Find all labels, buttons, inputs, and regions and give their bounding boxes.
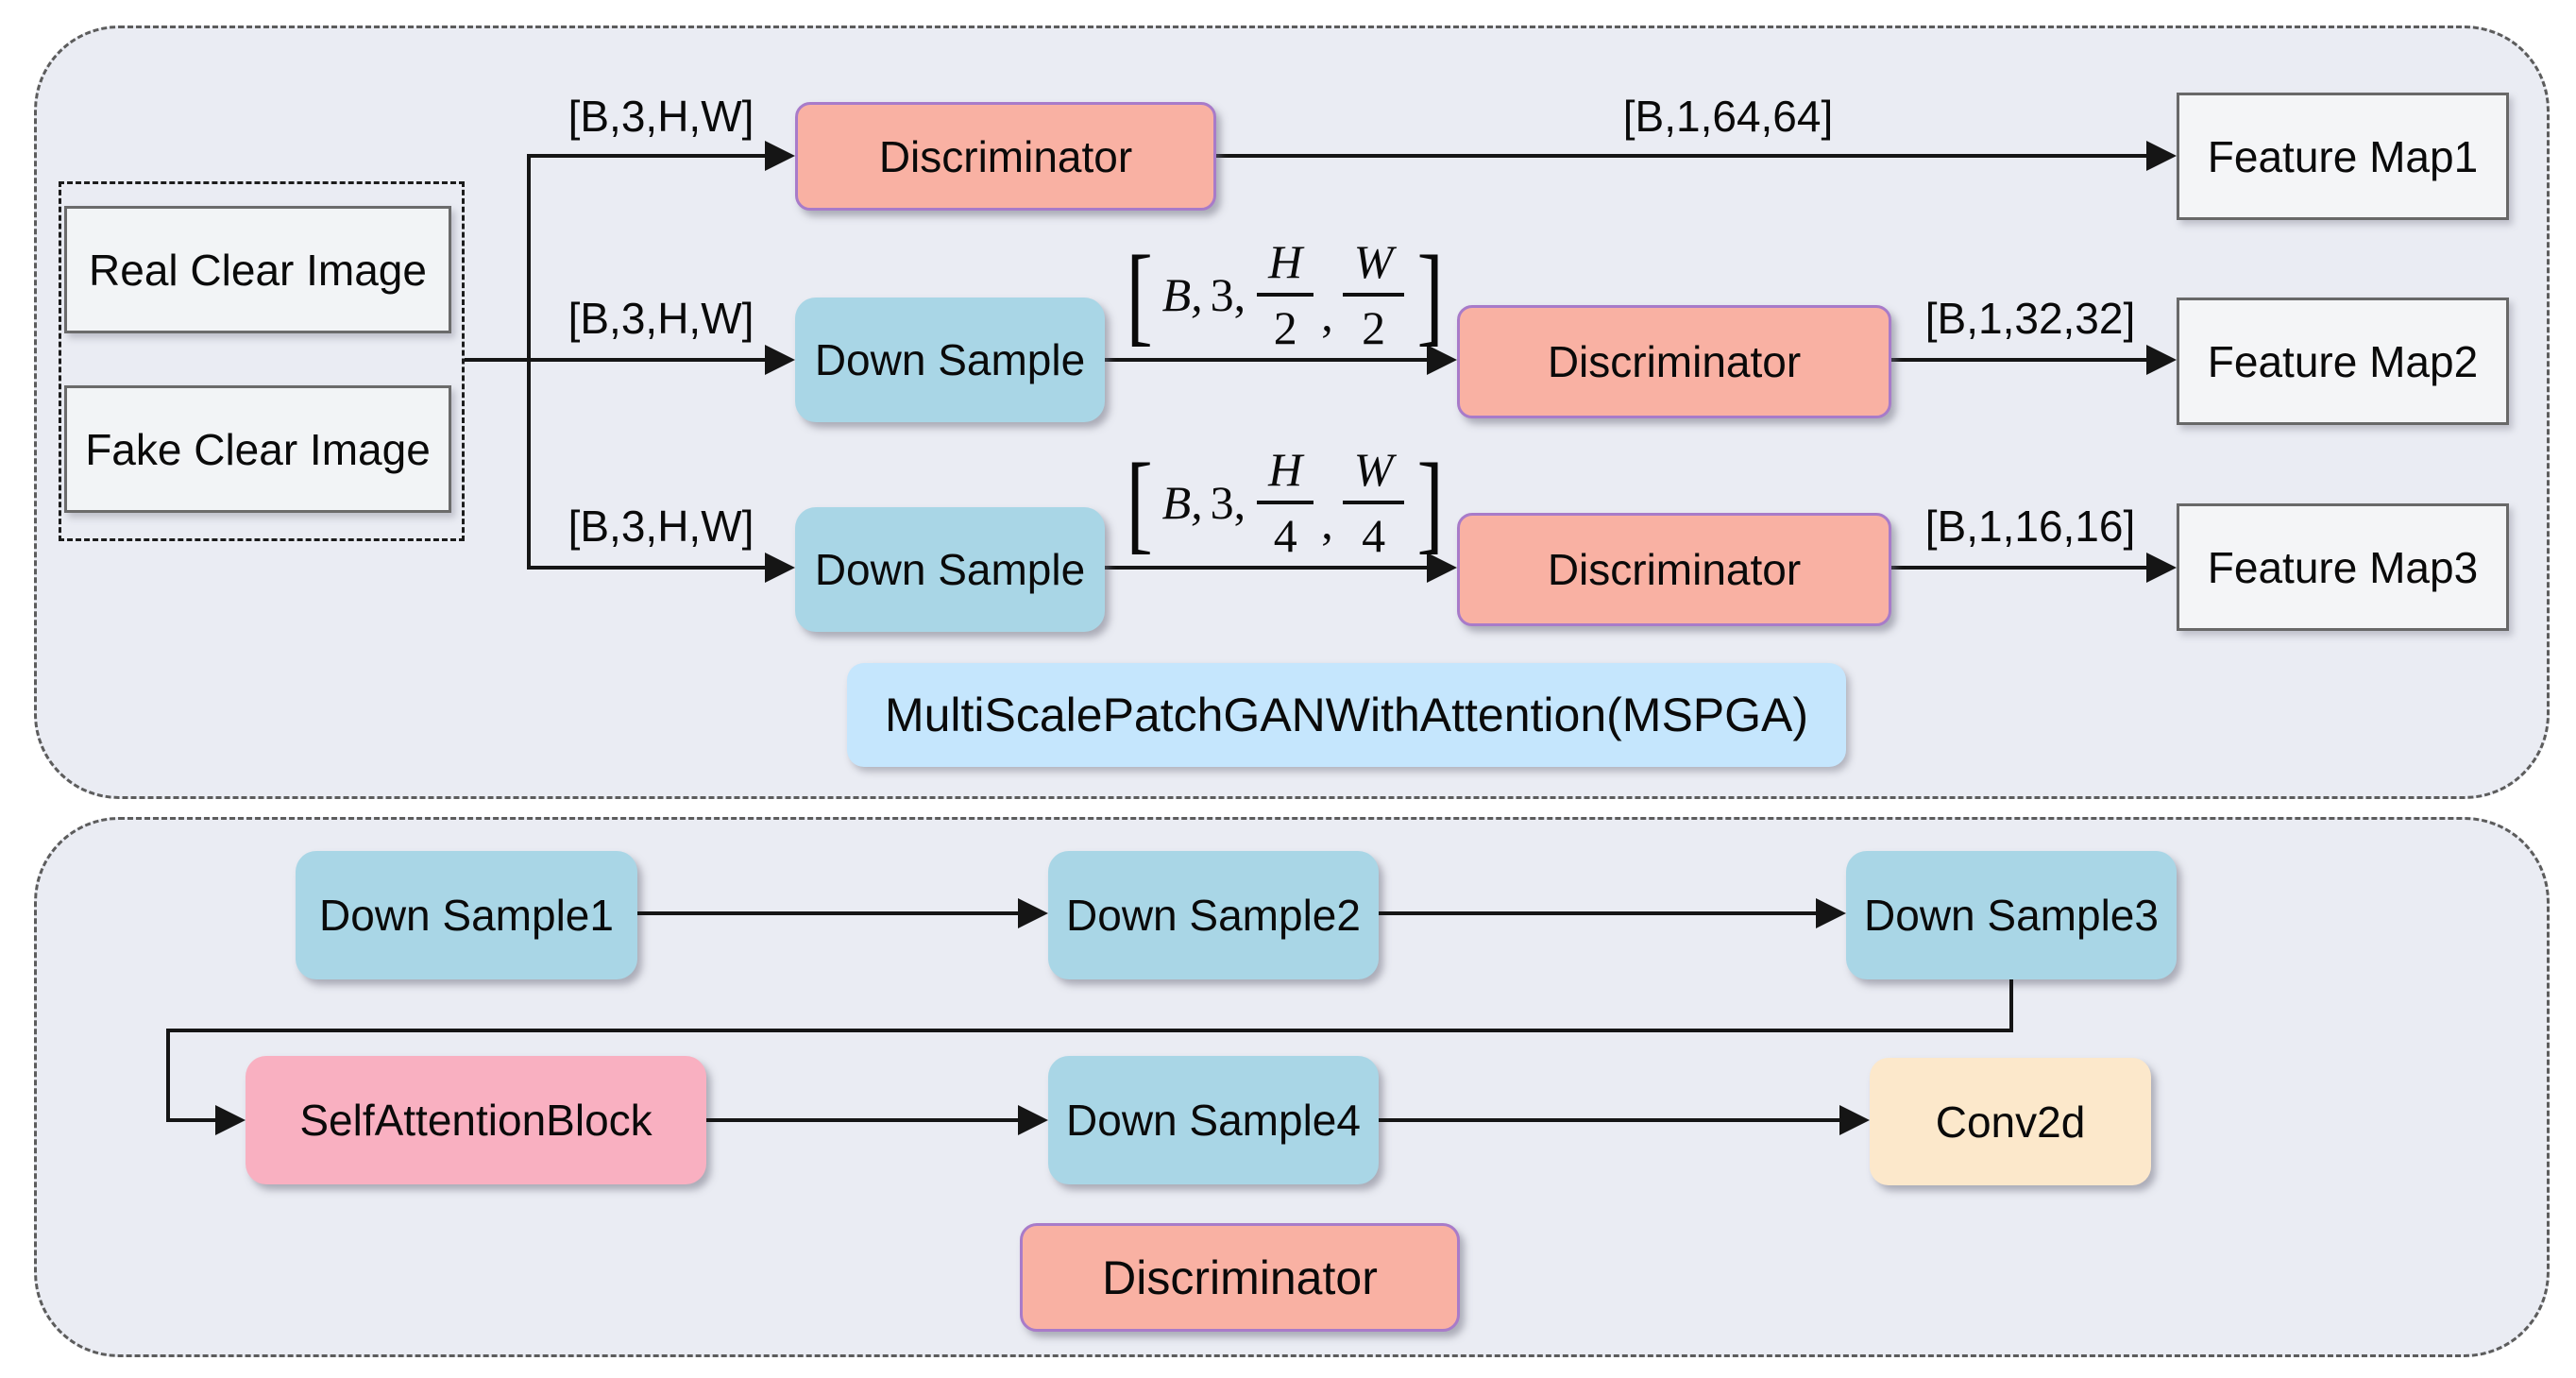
arrowhead-into-ds4 [1018,1105,1048,1135]
connector-sab-ds4 [706,1118,1018,1122]
connector-ds4-conv [1379,1118,1839,1122]
connector-feedback-drop [166,1029,170,1122]
math-fraction-w: W 4 [1342,442,1405,563]
math-num-3: 3, [1210,268,1246,321]
math-fraction-h: H 2 [1257,234,1314,355]
conv2d-box: Conv2d [1870,1058,2151,1185]
down-sample2-box: Down Sample2 [1048,851,1379,979]
connector-into-sab [166,1118,215,1122]
connector-feedback-horizontal [166,1029,2013,1032]
arrowhead-into-featuremap2 [2146,345,2177,375]
input-images-group [59,181,465,541]
connector-row1-out [1216,154,2146,158]
connector-trunk [527,154,531,570]
math-comma: , [1321,496,1333,549]
math-var-b: B, [1161,476,1203,529]
discriminator-row1: Discriminator [795,102,1216,211]
shape-label-row2-in: [B,3,H,W] [568,294,754,343]
shape-label-row1-in: [B,3,H,W] [568,92,754,141]
mspga-caption: MultiScalePatchGANWithAttention(MSPGA) [847,663,1846,767]
math-var-b: B, [1161,268,1203,321]
self-attention-block-box: SelfAttentionBlock [246,1056,706,1184]
real-clear-image-box: Real Clear Image [64,206,451,333]
math-open-bracket: [ [1126,439,1154,564]
arrowhead-into-featuremap1 [2146,141,2177,171]
feature-map3-box: Feature Map3 [2177,503,2509,631]
math-fraction-w: W 2 [1342,234,1405,355]
connector-row1-in [527,154,765,158]
fake-clear-image-box: Fake Clear Image [64,385,451,513]
arrowhead-into-discriminator-r1 [765,141,795,171]
shape-label-row1-out: [B,1,64,64] [1622,92,1834,141]
feature-map2-box: Feature Map2 [2177,298,2509,425]
down-sample3-box: Down Sample3 [1846,851,2177,979]
connector-row3-mid [1105,566,1427,570]
math-num-3: 3, [1210,476,1246,529]
discriminator-row2: Discriminator [1457,305,1891,418]
arrowhead-into-conv2d [1839,1105,1870,1135]
connector-row3-out [1891,566,2146,570]
shape-label-row3-out: [B,1,16,16] [1924,502,2136,551]
math-open-bracket: [ [1126,231,1154,356]
math-close-bracket: ] [1416,439,1445,564]
connector-input-feed [465,358,767,362]
math-close-bracket: ] [1416,231,1445,356]
connector-row2-out [1891,358,2146,362]
shape-label-row2-math: [ B, 3, H 2 , W 2 ] [1112,230,1458,359]
arrowhead-into-ds2 [1018,898,1048,928]
down-sample4-box: Down Sample4 [1048,1056,1379,1184]
arrowhead-into-downsample-r3 [765,553,795,583]
arrowhead-into-ds3 [1816,898,1846,928]
connector-ds2-ds3 [1379,911,1816,915]
shape-label-row3-in: [B,3,H,W] [568,502,754,551]
shape-label-row2-out: [B,1,32,32] [1924,294,2136,343]
arrowhead-into-downsample-r2 [765,345,795,375]
arrowhead-into-featuremap3 [2146,553,2177,583]
arrowhead-into-discriminator-r3 [1427,553,1457,583]
arrowhead-into-discriminator-r2 [1427,345,1457,375]
down-sample-row2: Down Sample [795,298,1105,422]
discriminator-caption: Discriminator [1020,1223,1460,1332]
arrowhead-into-sab [215,1105,246,1135]
math-comma: , [1321,288,1333,341]
math-fraction-h: H 4 [1257,442,1314,563]
connector-row2-mid [1105,358,1427,362]
shape-label-row3-math: [ B, 3, H 4 , W 4 ] [1112,438,1458,567]
connector-row3-in [527,566,765,570]
discriminator-row3: Discriminator [1457,513,1891,626]
connector-ds3-drop [2009,979,2013,1032]
down-sample-row3: Down Sample [795,507,1105,632]
connector-ds1-ds2 [637,911,1018,915]
feature-map1-box: Feature Map1 [2177,93,2509,220]
down-sample1-box: Down Sample1 [296,851,637,979]
